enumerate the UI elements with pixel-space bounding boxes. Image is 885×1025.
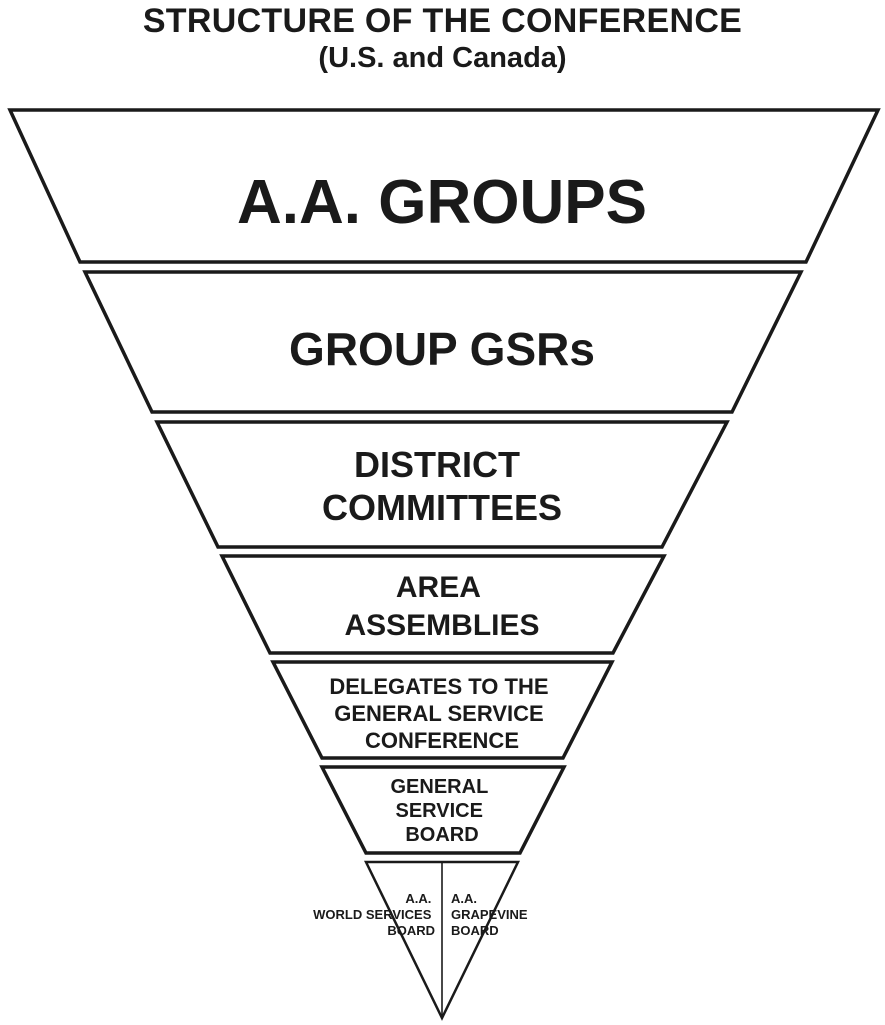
level-delegates: DELEGATES TO THE GENERAL SERVICE CONFERE… <box>329 674 554 753</box>
band-delegates <box>270 660 615 760</box>
band-aa-groups <box>7 108 881 264</box>
grapevine-board-label: A.A. GRAPEVINE BOARD <box>451 891 531 938</box>
band-district-committees <box>154 420 730 549</box>
level-group-gsrs: GROUP GSRs <box>289 323 595 375</box>
band-group-gsrs <box>82 270 804 414</box>
level-aa-groups: A.A. GROUPS <box>237 168 647 237</box>
level-district-committees: DISTRICT COMMITTEES <box>322 444 562 528</box>
diagram-title: STRUCTURE OF THE CONFERENCE <box>142 2 743 40</box>
diagram-subtitle: (U.S. and Canada) <box>318 42 567 74</box>
level-area-assemblies: AREA ASSEMBLIES <box>344 571 539 642</box>
world-services-board-label: A.A. WORLD SERVICES BOARD <box>313 891 435 938</box>
level-general-service-board: GENERAL SERVICE BOARD <box>391 776 494 846</box>
band-area-assemblies <box>219 554 667 655</box>
band-general-service-board <box>319 765 567 855</box>
